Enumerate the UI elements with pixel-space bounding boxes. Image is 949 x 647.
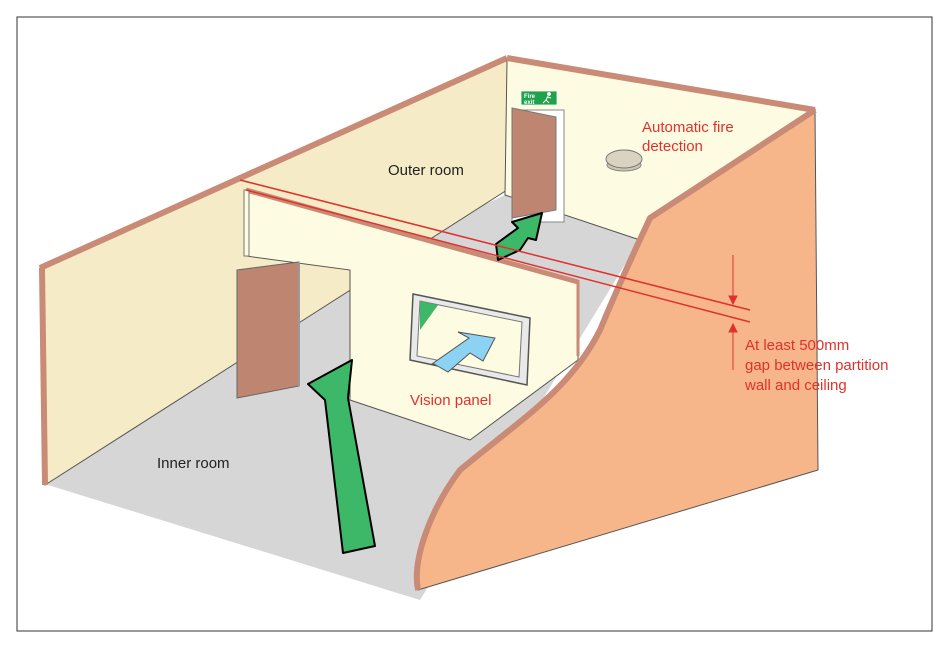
partition-wall-top-edge [245, 187, 579, 285]
fire-exit-sign-text-1: Fire [524, 94, 536, 100]
gap-label-2: gap between partition [745, 357, 888, 374]
gap-dimension-arrows [728, 255, 738, 370]
running-man-icon [542, 92, 552, 104]
back-door [511, 107, 557, 219]
gap-label-3: wall and ceiling [744, 377, 847, 394]
vision-arrow [430, 331, 496, 373]
left-wall-end-edge [39, 267, 48, 486]
fire-detection-label-2: detection [642, 138, 703, 155]
left-wall-top-edge [38, 55, 509, 271]
outer-room-label: Outer room [388, 162, 464, 179]
inner-door [236, 261, 300, 399]
cutaway-wall-edge [413, 107, 817, 591]
fire-exit-sign-text-2: exit [524, 100, 534, 106]
fire-detection-label-1: Automatic fire [642, 119, 734, 136]
ceiling-line [239, 179, 751, 311]
vision-panel-glimpse [420, 301, 438, 330]
gap-label-1: At least 500mm [745, 337, 849, 354]
partition-wall-left-return [243, 189, 250, 257]
back-wall-top-edge [506, 55, 816, 113]
partition-top-line [245, 189, 751, 323]
vision-panel-label: Vision panel [410, 392, 491, 409]
escape-route-arrow [307, 359, 376, 554]
inner-room-label: Inner room [157, 455, 230, 472]
smoke-detector-icon [605, 149, 643, 172]
